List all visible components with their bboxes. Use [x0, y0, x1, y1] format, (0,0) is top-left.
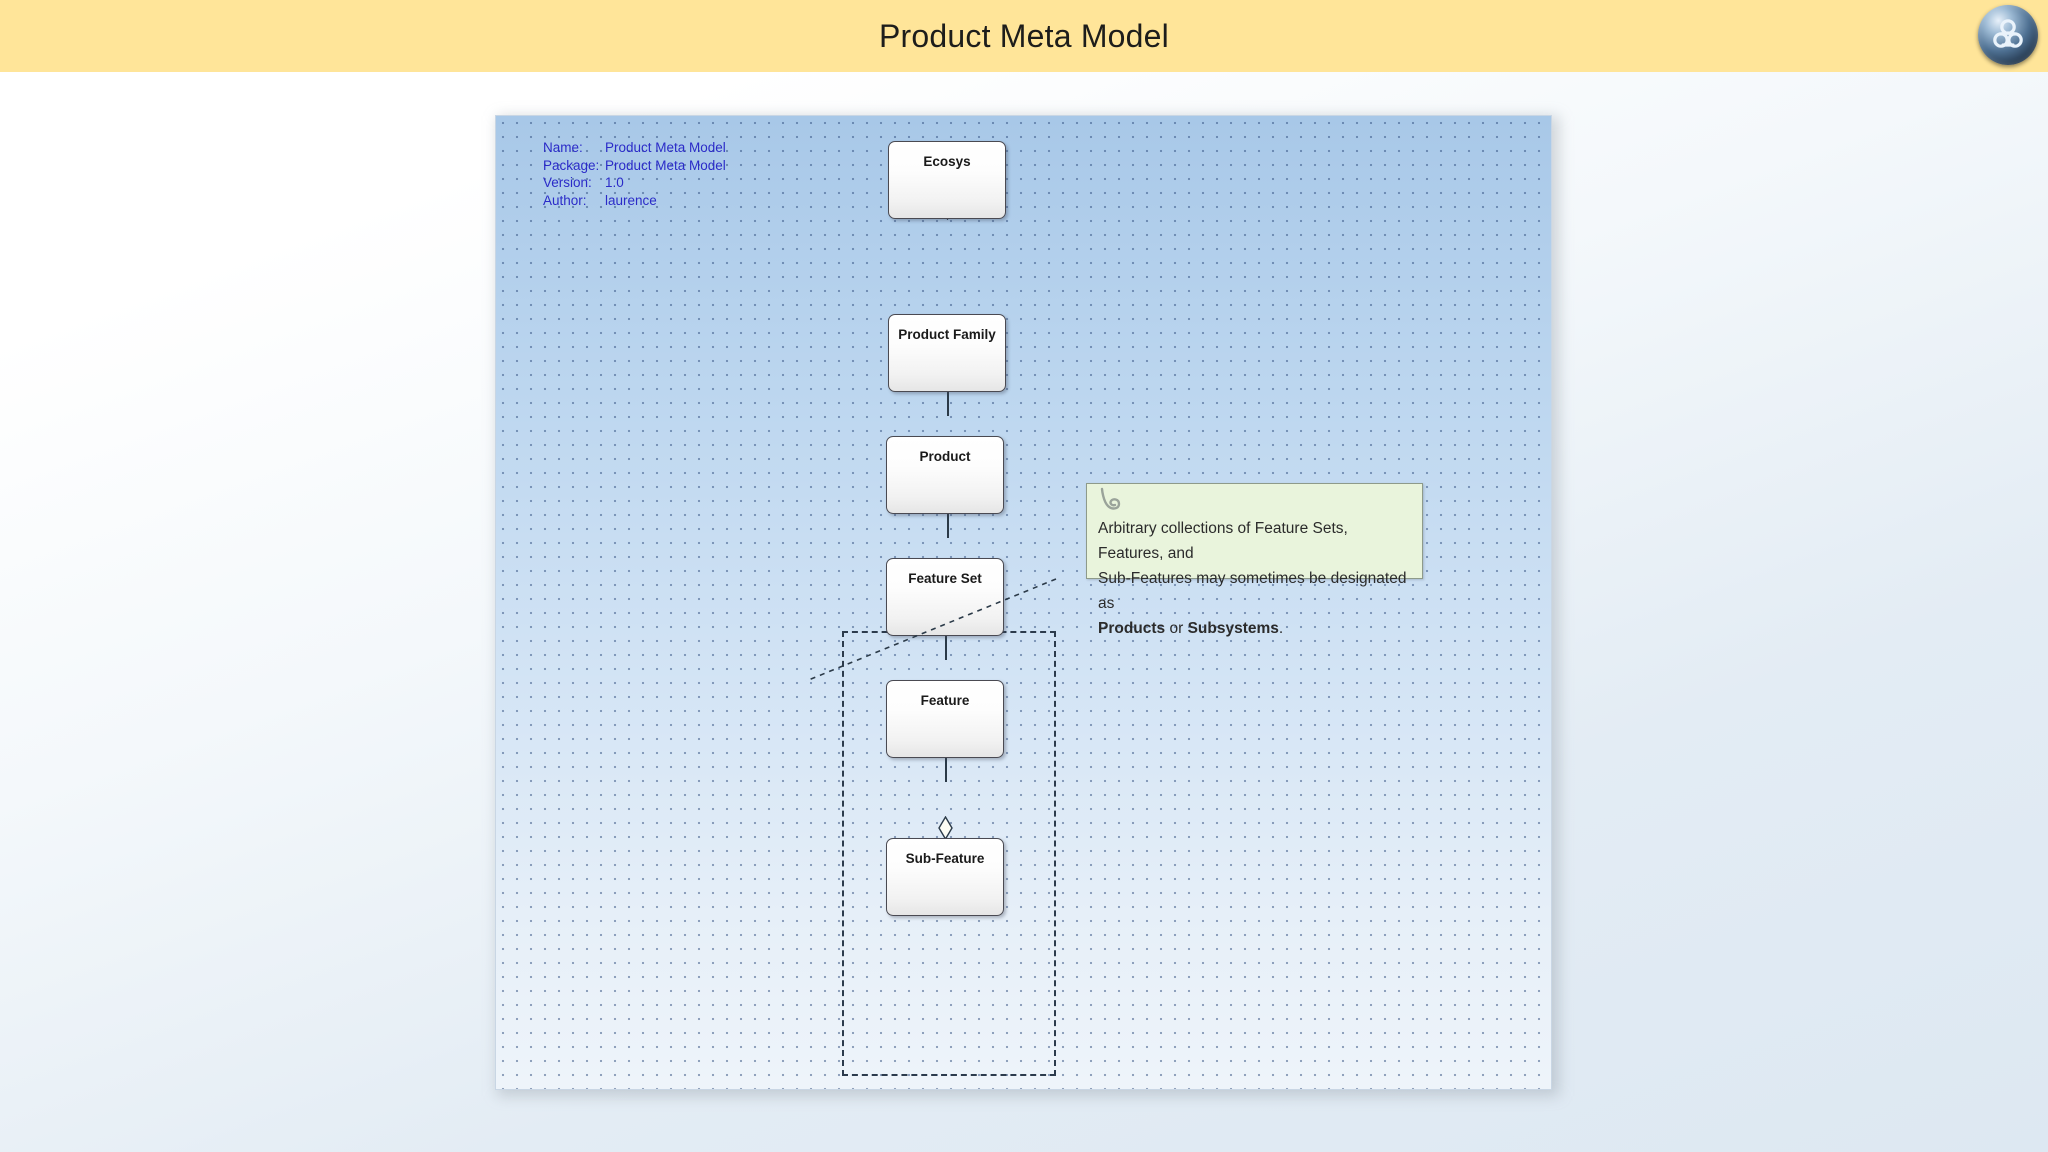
metadata-key: Author:: [543, 192, 587, 208]
class-node-label: Sub-Feature: [905, 851, 985, 866]
class-node-label: Feature Set: [908, 571, 982, 586]
class-node-ecosys[interactable]: Ecosys: [888, 141, 1006, 219]
note-period: .: [1278, 620, 1284, 637]
class-node-sub-feature[interactable]: Sub-Feature: [886, 838, 1004, 916]
metadata-key: Package:: [543, 157, 600, 173]
page-title: Product Meta Model: [879, 17, 1169, 54]
class-node-product[interactable]: Product: [886, 436, 1004, 514]
class-node-feature[interactable]: Feature: [886, 680, 1004, 758]
metadata-key: Name:: [543, 140, 583, 155]
class-node-label: Product: [919, 449, 971, 464]
note-line-2: Sub-Features may sometimes be designated…: [1098, 570, 1407, 612]
aggregation-diamond-icon: [938, 816, 953, 840]
note-line-1: Arbitrary collections of Feature Sets, F…: [1098, 520, 1348, 562]
diagram-canvas[interactable]: Name: Product Meta Model Package: Produc…: [495, 115, 1552, 1090]
note-text: Arbitrary collections of Feature Sets, F…: [1098, 516, 1412, 641]
sparx-ea-orb-icon[interactable]: [1978, 5, 2038, 65]
metadata-value: Product Meta Model: [605, 157, 726, 173]
note-bold-products: Products: [1098, 620, 1166, 637]
metadata-key: Version:: [543, 175, 592, 190]
diagram-metadata: Name: Product Meta Model Package: Produc…: [543, 139, 726, 209]
diagram-note[interactable]: Arbitrary collections of Feature Sets, F…: [1086, 483, 1423, 637]
class-node-feature-set[interactable]: Feature Set: [886, 558, 1004, 636]
class-node-product-family[interactable]: Product Family: [888, 314, 1006, 392]
app-titlebar: Product Meta Model: [0, 0, 2048, 72]
class-node-label: Ecosys: [923, 154, 971, 169]
class-node-label: Feature: [920, 693, 970, 708]
note-line-3: Products or Subsystems.: [1098, 616, 1412, 641]
metadata-row: Package: Product Meta Model: [543, 157, 726, 175]
note-conjunction: or: [1165, 620, 1188, 637]
metadata-row: Author: laurence: [543, 192, 726, 210]
class-node-label: Product Family: [898, 327, 996, 342]
metadata-value: Product Meta Model: [605, 140, 726, 155]
metadata-row: Version: 1.0: [543, 174, 726, 192]
metadata-value: laurence: [605, 192, 657, 208]
app-logo[interactable]: [1978, 5, 2038, 65]
note-bold-subsystems: Subsystems: [1187, 620, 1279, 637]
metadata-value: 1.0: [605, 175, 624, 190]
metadata-row: Name: Product Meta Model: [543, 139, 726, 157]
paperclip-icon: [1099, 487, 1129, 513]
